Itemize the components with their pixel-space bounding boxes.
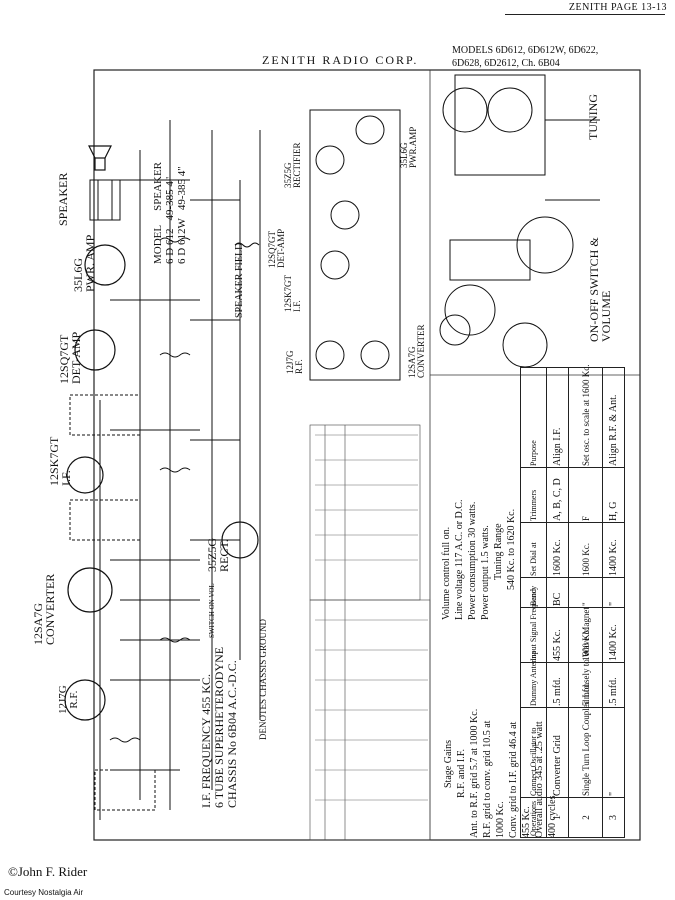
- voltage-notes: Volume control full on. Line voltage 117…: [441, 499, 517, 620]
- alignment-header: Dummy Antenna: [520, 651, 547, 708]
- speaker-symbol: [88, 145, 112, 171]
- tuning-label: TUNING: [586, 94, 600, 140]
- speaker-top: [516, 216, 574, 274]
- socket-12sk7gt: [320, 250, 350, 280]
- socket-12sa7g: [360, 340, 390, 370]
- alignment-table: Operations Connect Oscillator to Dummy A…: [520, 365, 625, 838]
- table-cell: 2: [568, 797, 603, 838]
- alignment-header: Input Signal Frequency: [520, 586, 547, 663]
- tube-12sq7gt-envelope: [74, 329, 116, 371]
- table-cell: Set osc. to scale at 1600 Kc.: [568, 365, 603, 468]
- socket-12j7g: [315, 340, 345, 370]
- table-cell: A, B, C, D: [546, 467, 569, 523]
- table-row: 2 Single Turn Loop Coupled Loosely to Wa…: [568, 365, 603, 838]
- alignment-header: Trimmers: [520, 467, 547, 523]
- table-row: 1 Converter Grid .5 mfd. 455 Kc. BC 1600…: [546, 367, 569, 838]
- table-cell: .5 mfd.: [546, 662, 569, 708]
- alignment-header-row: Operations Connect Oscillator to Dummy A…: [520, 367, 547, 838]
- table-cell: Converter Grid: [546, 707, 569, 798]
- courtesy-credit: Courtesy Nostalgia Air: [4, 888, 84, 897]
- tuning-gang: [454, 74, 546, 176]
- chassis-ground-note: DENOTES CHASSIS GROUND: [258, 618, 268, 740]
- speaker-table-speaker: 49-385 4": [164, 176, 176, 221]
- chassis-layout: [309, 74, 600, 381]
- table-cell: 3: [602, 797, 625, 838]
- speaker-table-head-model: MODEL: [152, 224, 164, 264]
- table-cell: .5 mfd.: [602, 662, 625, 708]
- table-cell: ": [568, 577, 603, 608]
- tube-12sk7gt-envelope: [66, 456, 104, 494]
- table-cell: Single Turn Loop Coupled Loosely to Wave…: [568, 607, 603, 798]
- tube-top-12sa7g: [487, 87, 533, 133]
- alignment-header: Operations: [520, 797, 547, 838]
- header-rule: [505, 14, 665, 15]
- alignment-header: Purpose: [520, 367, 547, 468]
- models-line-1: MODELS 6D612, 6D612W, 6D622,: [452, 45, 599, 56]
- speaker-table-speaker: 49-385 4": [176, 166, 188, 211]
- parts-list-rows: [315, 434, 428, 801]
- table-cell: 1600 Kc.: [546, 522, 569, 578]
- tube-35l6g-envelope: [84, 244, 126, 286]
- tube-top-12sq7gt: [444, 284, 496, 336]
- on-off-switch-label: ON-OFF SWITCH & VOLUME: [587, 237, 613, 342]
- table-cell: ": [602, 577, 625, 608]
- table-row: 3 " .5 mfd. 1400 Kc. " 1400 Kc. H, G Ali…: [602, 367, 625, 838]
- alignment-header: Set Dial at: [520, 522, 547, 578]
- speaker-table-head-speaker: SPEAKER: [152, 161, 164, 211]
- speaker-label: SPEAKER: [56, 172, 70, 226]
- tube-35z5g-envelope: [221, 521, 259, 559]
- tube-envelopes: [64, 244, 259, 721]
- trimmer-block-top: [449, 239, 531, 281]
- tube-top-35l6g: [502, 322, 548, 368]
- models-list: MODELS 6D612, 6D612W, 6D622, 6D628, 6D26…: [452, 44, 598, 70]
- table-cell: ": [602, 707, 625, 798]
- table-cell: H, G: [602, 467, 625, 523]
- socket-35l6g: [355, 115, 385, 145]
- switch-on-vol-label: SWITCH ON VOL: [208, 583, 216, 638]
- if-frequency-note: I.F. FREQUENCY 455 KC. 6 TUBE SUPERHETER…: [199, 646, 239, 808]
- tube-top-12j7g: [442, 87, 488, 133]
- socket-12sq7gt: [330, 200, 360, 230]
- company-name: ZENITH RADIO CORP.: [262, 53, 419, 67]
- table-cell: Align I.F.: [546, 367, 569, 468]
- speaker-table-model: 6 D 612: [164, 228, 176, 264]
- speaker-table-model: 6 D 612W: [176, 218, 188, 264]
- chassis-outline: [309, 109, 401, 381]
- table-cell: BC: [546, 577, 569, 608]
- table-cell: 1400 Kc.: [602, 522, 625, 578]
- table-cell: Align R.F. & Ant.: [602, 367, 625, 468]
- models-line-2: 6D628, 6D2612, Ch. 6B04: [452, 58, 560, 69]
- socket-35z5g: [315, 145, 345, 175]
- tube-12sa7g-envelope: [67, 567, 113, 613]
- table-cell: F: [568, 467, 603, 523]
- speaker-field-label: SPEAKER FIELD: [234, 242, 245, 318]
- page-label: ZENITH PAGE 13-13: [568, 2, 667, 13]
- table-cell: 455 Kc.: [546, 607, 569, 663]
- parts-list-area: [309, 424, 431, 841]
- copyright-text: ©John F. Rider: [8, 864, 88, 879]
- table-cell: 1400 Kc.: [602, 607, 625, 663]
- tube-12j7g-envelope: [64, 679, 106, 721]
- table-cell: 1600 Kc.: [568, 522, 603, 578]
- alignment-header: Connect Oscillator to: [520, 707, 547, 798]
- table-cell: 1: [546, 797, 569, 838]
- tube-top-35z5g: [439, 314, 471, 346]
- alignment-header: Band: [520, 577, 547, 608]
